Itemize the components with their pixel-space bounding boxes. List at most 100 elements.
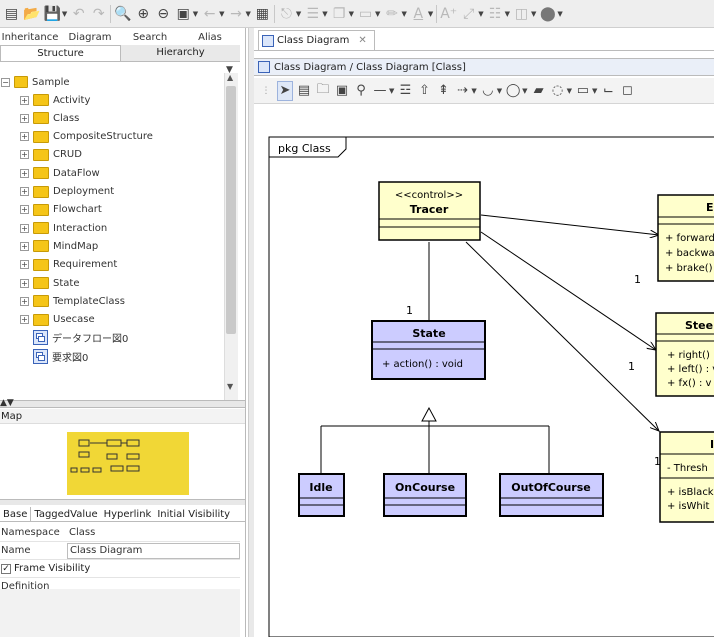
tab-diagram[interactable]: Diagram — [68, 32, 112, 43]
redo-icon[interactable]: ↷ — [92, 5, 105, 22]
usage-dropdown-icon[interactable]: ▼ — [496, 86, 503, 95]
tab-class-diagram[interactable]: Class Diagram ✕ — [258, 30, 375, 50]
tree-item[interactable]: +Interaction — [20, 219, 107, 237]
align-dropdown-icon[interactable]: ▼ — [295, 9, 302, 18]
font-color-icon[interactable]: A — [413, 5, 424, 22]
generalization-tool-icon[interactable]: ⇧ — [418, 83, 430, 98]
save-dropdown-icon[interactable]: ▼ — [61, 9, 68, 18]
name-field[interactable]: Class Diagram — [67, 542, 240, 559]
tab-hierarchy[interactable]: Hierarchy — [121, 45, 240, 61]
tree-item[interactable]: +Usecase — [20, 311, 95, 329]
navigate-forward-icon[interactable]: → — [230, 5, 242, 22]
back-dropdown-icon[interactable]: ▼ — [219, 9, 225, 18]
navigate-back-icon[interactable]: ← — [203, 5, 216, 22]
model-tool-icon[interactable]: ⚲ — [356, 83, 366, 98]
tab-search[interactable]: Search — [132, 32, 168, 43]
fit-window-icon[interactable]: ▣ — [176, 5, 190, 22]
vertical-splitter[interactable] — [248, 28, 254, 637]
zoom-icon[interactable]: 🔍 — [114, 5, 132, 22]
provided-dropdown-icon[interactable]: ▼ — [566, 86, 572, 95]
note-dropdown-icon[interactable]: ▼ — [591, 86, 598, 95]
color-palette-dropdown-icon[interactable]: ▼ — [557, 9, 563, 18]
class-tool-icon[interactable]: ▤ — [297, 83, 311, 98]
expand-icon[interactable]: + — [20, 241, 29, 251]
line-color-icon[interactable]: ✏ — [386, 5, 398, 22]
zoom-out-icon[interactable]: ⊖ — [157, 5, 170, 22]
class-sensor[interactable]: I - Thresh + isBlack + isWhit — [659, 431, 714, 523]
tab-base[interactable]: Base — [0, 507, 32, 521]
tree-item[interactable]: 要求図0 — [20, 347, 88, 365]
map-thumbnail[interactable] — [67, 432, 189, 495]
expand-icon[interactable]: + — [20, 223, 29, 233]
select-tool-icon[interactable]: ➤ — [277, 80, 293, 101]
close-tab-icon[interactable]: ✕ — [358, 35, 367, 46]
dependency-tool-icon[interactable]: ⇢ — [456, 83, 468, 98]
splitter-arrows-icon[interactable]: ▲▼ — [0, 398, 14, 408]
fill-dropdown-icon[interactable]: ▼ — [375, 9, 381, 18]
expand-icon[interactable]: + — [20, 150, 29, 160]
arrange-dropdown-icon[interactable]: ▼ — [348, 9, 355, 18]
provided-tool-icon[interactable]: ◌ — [551, 83, 564, 98]
expand-icon[interactable]: + — [20, 260, 29, 270]
open-folder-icon[interactable]: 📂 — [23, 5, 41, 22]
subsystem-tool-icon[interactable]: ▣ — [335, 83, 349, 98]
association-tool-icon[interactable]: — — [373, 83, 387, 98]
text-style-icon[interactable]: A⁺ — [440, 5, 458, 22]
realization-tool-icon[interactable]: ⇞ — [437, 83, 449, 98]
expand-icon[interactable]: + — [20, 296, 29, 306]
tree-item[interactable]: +Class — [20, 109, 79, 127]
class-outofcourse[interactable]: OutOfCourse — [499, 473, 604, 517]
tab-inheritance[interactable]: Inheritance — [1, 32, 59, 43]
tab-structure[interactable]: Structure — [0, 45, 121, 61]
expand-icon[interactable]: + — [20, 132, 29, 142]
class-tracer[interactable]: <<control>> Tracer — [378, 181, 481, 241]
scroll-down-icon[interactable]: ▼ — [227, 382, 234, 391]
tree-item[interactable]: +CRUD — [20, 146, 82, 164]
tree-item[interactable]: データフロー図0 — [20, 329, 128, 347]
tree-scrollbar-thumb[interactable] — [226, 86, 236, 334]
distribute-icon[interactable]: ☰ — [306, 5, 320, 22]
tree-item[interactable]: +Flowchart — [20, 201, 102, 219]
class-steering[interactable]: Steer + right() : + left() : v + fx() : … — [655, 312, 714, 397]
interface-tool-icon[interactable]: ◯ — [505, 83, 521, 98]
shadow-icon[interactable]: ◫ — [514, 5, 529, 22]
tab-alias[interactable]: Alias — [198, 32, 222, 43]
diagram-canvas[interactable]: pkg Class 1 1 1 1 — [254, 105, 714, 637]
expand-icon[interactable]: + — [20, 113, 29, 123]
distribute-dropdown-icon[interactable]: ▼ — [322, 9, 328, 18]
zoom-in-icon[interactable]: ⊕ — [137, 5, 150, 22]
expand-icon[interactable]: + — [20, 278, 29, 288]
tree-item[interactable]: +Activity — [20, 91, 90, 109]
note-tool-icon[interactable]: ▭ — [576, 83, 590, 98]
line-style-icon[interactable]: ⤢ — [463, 5, 475, 22]
association-tracer-steering[interactable] — [480, 231, 656, 350]
expand-icon[interactable]: + — [20, 205, 29, 215]
panel-splitter[interactable] — [0, 499, 245, 505]
tab-initial-visibility[interactable]: Initial Visibility — [157, 509, 231, 520]
association-dropdown-icon[interactable]: ▼ — [389, 86, 395, 95]
forward-dropdown-icon[interactable]: ▼ — [245, 9, 251, 18]
font-color-dropdown-icon[interactable]: ▼ — [427, 9, 434, 18]
tab-taggedvalue[interactable]: TaggedValue — [34, 509, 98, 520]
tree-item[interactable]: +CompositeStructure — [20, 128, 153, 146]
collapse-icon[interactable]: − — [1, 77, 10, 87]
color-palette-icon[interactable]: ⬤ — [540, 5, 556, 22]
panel-splitter[interactable]: ▲▼ — [0, 398, 245, 408]
fit-dropdown-icon[interactable]: ▼ — [192, 9, 199, 18]
new-diagram-icon[interactable]: ▤ — [4, 5, 19, 22]
align-icon[interactable]: ⎋ — [280, 5, 292, 22]
aggregation-tool-icon[interactable]: ☲ — [399, 83, 412, 98]
shadow-dropdown-icon[interactable]: ▼ — [531, 9, 537, 18]
line-style-dropdown-icon[interactable]: ▼ — [478, 9, 484, 18]
line-color-dropdown-icon[interactable]: ▼ — [401, 9, 407, 18]
package-tool-icon[interactable]: 🗀 — [316, 81, 330, 97]
tree-item[interactable]: +DataFlow — [20, 164, 100, 182]
tree-layout-dropdown-icon[interactable]: ▼ — [504, 9, 510, 18]
class-engine[interactable]: E + forward + backwa + brake() — [657, 194, 714, 282]
class-state[interactable]: State + action() : void — [371, 320, 486, 380]
expand-icon[interactable]: + — [20, 168, 29, 178]
port-tool-icon[interactable]: ▰ — [533, 83, 544, 98]
definition-area[interactable] — [0, 589, 240, 637]
expand-icon[interactable]: + — [20, 315, 29, 325]
scroll-up-icon[interactable]: ▲ — [227, 73, 234, 82]
